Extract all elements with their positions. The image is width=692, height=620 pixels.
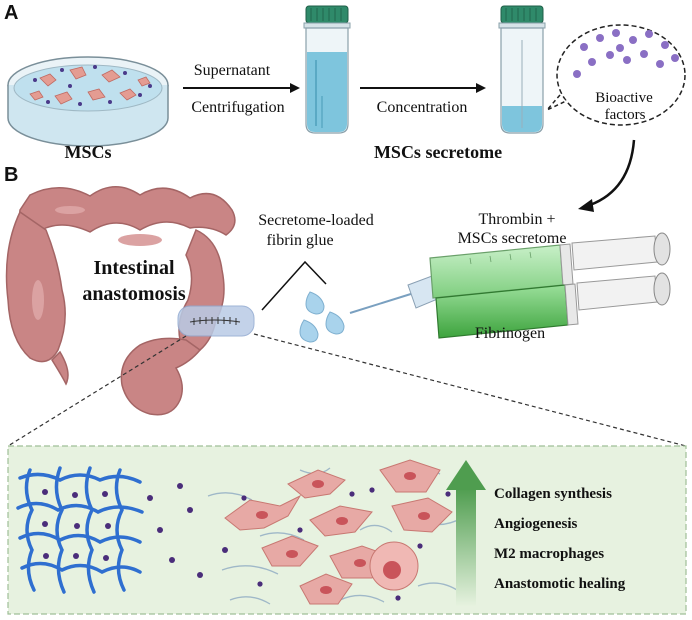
curved-arrow-head — [578, 199, 594, 212]
intestine-label-line1: Intestinal — [93, 257, 175, 279]
mscs-label: MSCs — [64, 142, 111, 162]
secretome-label: MSCs secretome — [374, 142, 502, 162]
macrophage-icon — [369, 541, 419, 591]
syringe-top-label-line1: Thrombin + — [478, 211, 555, 228]
mesh-factor-dots — [42, 483, 228, 578]
panel-b-label: B — [4, 164, 18, 186]
glue-pointer-lines — [261, 260, 327, 311]
outcome-item: Collagen synthesis — [494, 486, 612, 502]
bubble-line2: factors — [605, 107, 646, 123]
outcome-item: Anastomotic healing — [494, 576, 626, 592]
petri-dish-icon — [7, 56, 169, 147]
outcome-item: Angiogenesis — [494, 516, 578, 532]
curved-arrow — [589, 139, 636, 207]
fibrin-mesh-icon — [16, 466, 144, 594]
tube-supernatant-icon — [303, 5, 351, 134]
syringe-top-label-line2: MSCs secretome — [458, 230, 567, 247]
cell-nuclei — [256, 472, 430, 594]
arrow1-bottom-label: Centrifugation — [191, 99, 284, 116]
glue-label-line1: Secretome-loaded — [258, 212, 374, 229]
panel-a-label: A — [4, 2, 18, 24]
arrow-1-head — [290, 83, 300, 93]
syringe-thrombin — [429, 232, 671, 299]
upward-arrow-icon — [446, 460, 486, 606]
syringe-fibrinogen — [435, 272, 671, 339]
intestine-label-line2: anastomosis — [82, 283, 186, 305]
glue-label-line2: fibrin glue — [266, 232, 333, 249]
bubble-line1: Bioactive — [595, 90, 653, 106]
syringe-needle — [349, 292, 415, 314]
outcome-item: M2 macrophages — [494, 546, 604, 562]
arrow-2-head — [476, 83, 486, 93]
anastomosis-highlight — [177, 305, 255, 337]
arrow2-label: Concentration — [377, 99, 468, 116]
tube-concentrated-icon — [498, 5, 546, 134]
intestine-folds — [32, 206, 162, 320]
arrow1-top-label: Supernatant — [194, 62, 271, 79]
zoom-line-right — [253, 333, 687, 447]
cell-factor-dots — [241, 487, 451, 601]
bioactive-factors-bubble — [546, 24, 686, 126]
glue-droplets-icon — [299, 291, 345, 343]
syringe-bottom-label: Fibrinogen — [475, 325, 545, 342]
